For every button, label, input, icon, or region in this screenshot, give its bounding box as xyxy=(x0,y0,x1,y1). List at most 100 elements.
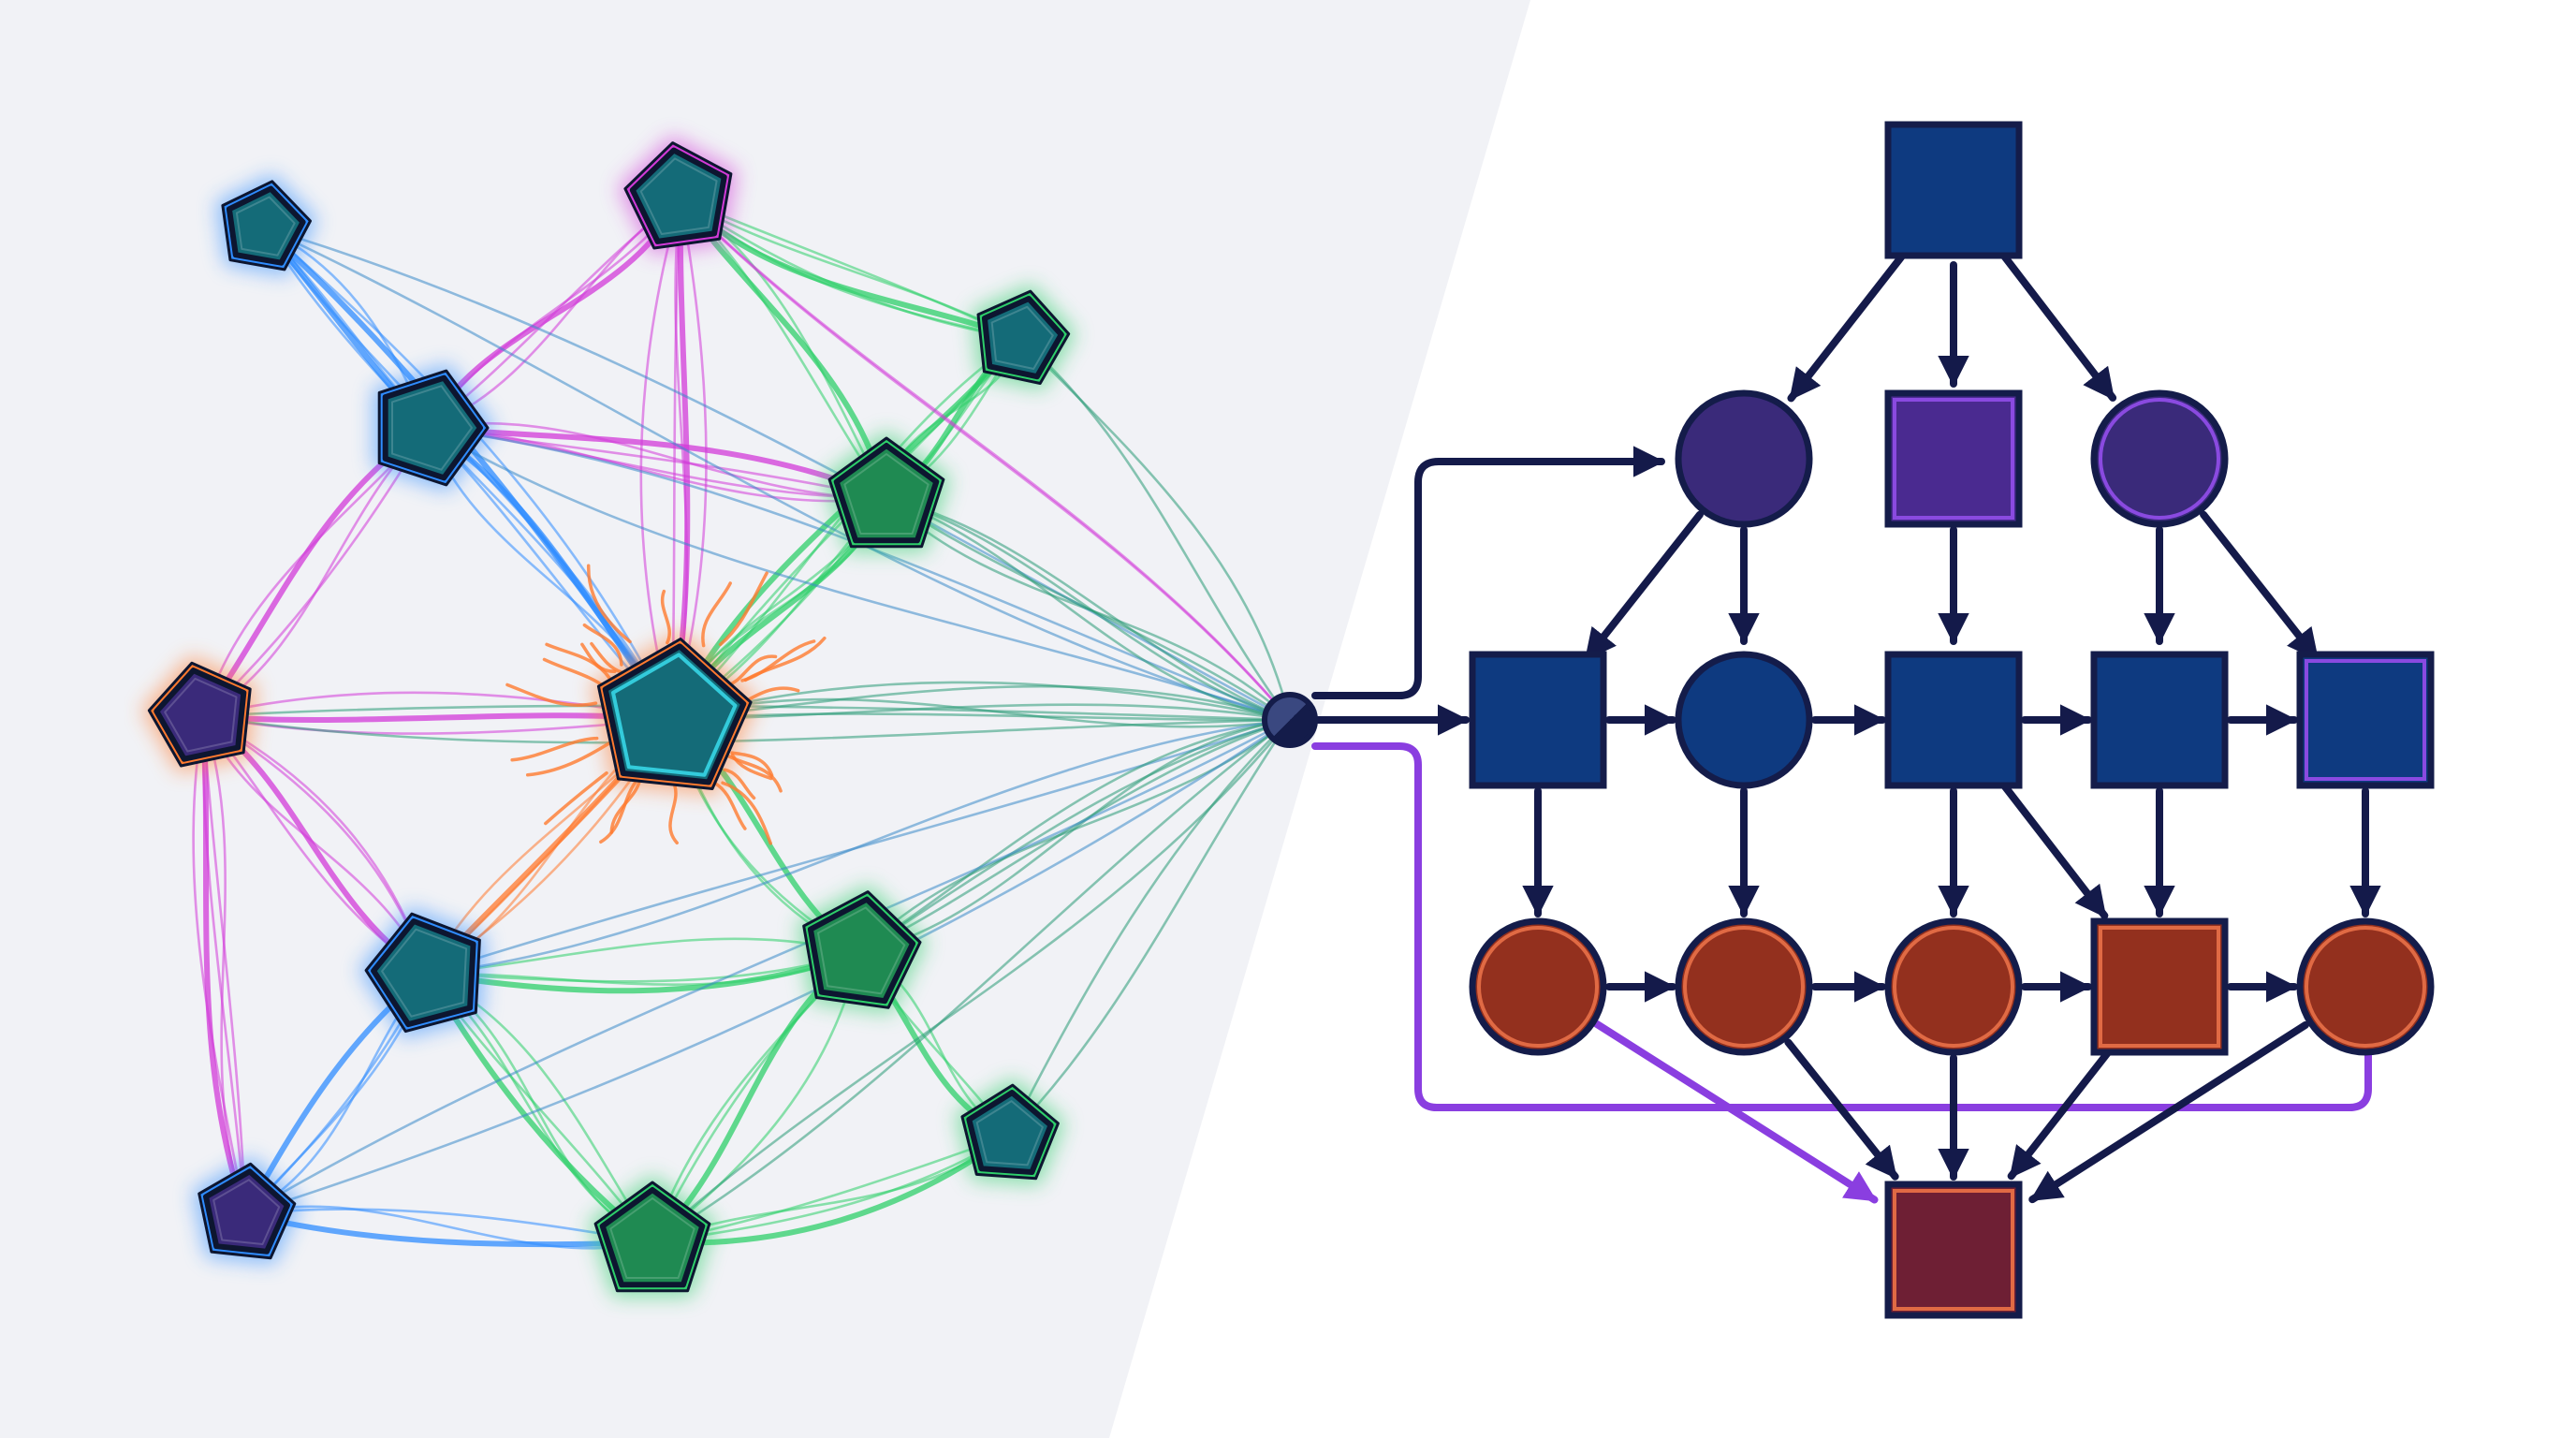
node-blue-top-left xyxy=(215,173,318,277)
network-edge xyxy=(201,714,247,1216)
node-blue-upper xyxy=(373,363,495,492)
network-edge-to-hub xyxy=(243,718,1292,1216)
network-edge-to-hub xyxy=(262,226,1292,722)
dag-node-circle-rust xyxy=(1884,917,2023,1056)
network-edge-to-hub xyxy=(426,426,1292,722)
node-green-lower-center xyxy=(797,884,928,1015)
dag-arrow-purple xyxy=(1589,1018,1879,1204)
network-edge-to-hub xyxy=(262,226,1292,722)
spark-stroke xyxy=(721,781,772,845)
network-edge-to-hub xyxy=(651,718,1292,1244)
network-edge-to-hub xyxy=(885,496,1292,722)
connector-route-purple xyxy=(1311,742,2372,1111)
network-edge xyxy=(192,714,247,1216)
spark-stroke xyxy=(723,768,756,800)
dag-node-circle-rust xyxy=(1469,917,1607,1056)
spark-stroke xyxy=(510,736,599,762)
network-edge-to-hub xyxy=(670,712,1292,722)
dag-node-circle-purple xyxy=(1675,389,1813,528)
left-network-nodes xyxy=(141,135,1076,1298)
dag-node-square-blue xyxy=(1884,121,2023,259)
right-dag-edges xyxy=(1311,245,2381,1204)
network-edge-to-hub xyxy=(670,697,1292,728)
spark-stroke xyxy=(525,741,611,777)
network-edge xyxy=(261,225,675,722)
spark-stroke xyxy=(580,642,617,673)
network-edge-to-hub xyxy=(426,718,1292,976)
dag-node-circle-rust xyxy=(1675,917,1813,1056)
spark-stroke xyxy=(544,770,608,826)
network-edge xyxy=(201,714,247,1216)
spark-stroke xyxy=(730,751,774,777)
spark-stroke xyxy=(586,564,632,644)
network-edge xyxy=(426,951,861,986)
network-edge-to-hub xyxy=(1007,718,1292,1137)
dag-node-square-violet xyxy=(1884,389,2023,528)
network-edge-to-hub xyxy=(670,681,1292,722)
dag-arrow xyxy=(1998,778,2109,920)
dag-arrow xyxy=(1583,510,1704,663)
node-green-top-right xyxy=(972,284,1076,390)
network-edge-to-hub xyxy=(885,496,1292,722)
network-edge-to-hub xyxy=(670,684,1292,722)
spark-stroke xyxy=(743,636,827,682)
network-edge-to-hub xyxy=(651,718,1292,1244)
connector-node xyxy=(1262,692,1318,748)
dag-node-square-blue xyxy=(2090,651,2229,789)
node-magenta-top xyxy=(618,135,739,255)
dag-arrow xyxy=(2200,510,2320,663)
network-edge-to-hub xyxy=(857,718,1292,955)
dag-arrow xyxy=(1787,245,1911,403)
dag-node-circle-blue xyxy=(1675,651,1813,789)
network-edge xyxy=(262,226,674,721)
spark-stroke xyxy=(582,623,623,667)
dag-node-square-violet-border xyxy=(2296,651,2435,789)
network-edge xyxy=(262,226,674,721)
right-dag-nodes xyxy=(1469,121,2435,1319)
network-edge xyxy=(426,426,888,503)
dag-node-square-blue xyxy=(1884,651,2023,789)
network-edge-to-hub xyxy=(1007,718,1292,1137)
dag-arrow xyxy=(2007,1038,2120,1181)
dag-node-circle-violet-border xyxy=(2090,389,2229,528)
network-edge-to-hub xyxy=(243,718,1292,1216)
network-edge-to-hub xyxy=(1018,337,1292,722)
half-filled-circle-icon xyxy=(1262,692,1318,748)
spark-stroke xyxy=(599,781,637,844)
spark-stroke xyxy=(718,571,768,647)
network-edge-to-hub xyxy=(857,718,1292,955)
dag-arrow xyxy=(1784,1038,1899,1181)
network-edge-to-hub xyxy=(857,718,1292,955)
node-orange-center xyxy=(592,631,758,796)
node-green-upper-right xyxy=(822,431,951,553)
background-left-panel xyxy=(0,0,1530,1438)
network-edge xyxy=(426,951,861,983)
node-blue-lower xyxy=(359,906,487,1039)
dag-arrow xyxy=(2028,1020,2309,1204)
network-edge-to-hub xyxy=(857,718,1292,955)
node-green-lower-right xyxy=(955,1078,1066,1185)
network-edge-to-hub xyxy=(885,496,1292,722)
network-edge xyxy=(426,421,888,500)
node-green-bottom xyxy=(588,1175,717,1298)
network-edge xyxy=(200,713,248,1217)
network-edge xyxy=(243,1205,654,1250)
dag-node-square-blue xyxy=(1469,651,1607,789)
node-orange-left xyxy=(141,655,257,773)
dag-arrow xyxy=(1995,245,2117,402)
dag-node-square-maroon xyxy=(1884,1181,2023,1319)
spark-stroke xyxy=(701,581,732,648)
network-edge-to-hub xyxy=(679,197,1292,722)
dag-node-circle-rust xyxy=(2296,917,2435,1056)
connector-route-top xyxy=(1311,446,1665,699)
node-blue-bottom-left xyxy=(192,1156,302,1265)
network-edge xyxy=(201,714,247,1216)
dag-node-square-rust xyxy=(2090,917,2229,1056)
network-edge xyxy=(426,937,861,976)
spark-stroke xyxy=(505,682,598,708)
network-edge-to-hub xyxy=(1018,337,1292,722)
network-edge-to-hub xyxy=(670,703,1292,722)
network-edge xyxy=(262,226,674,721)
spark-stroke xyxy=(661,589,671,645)
